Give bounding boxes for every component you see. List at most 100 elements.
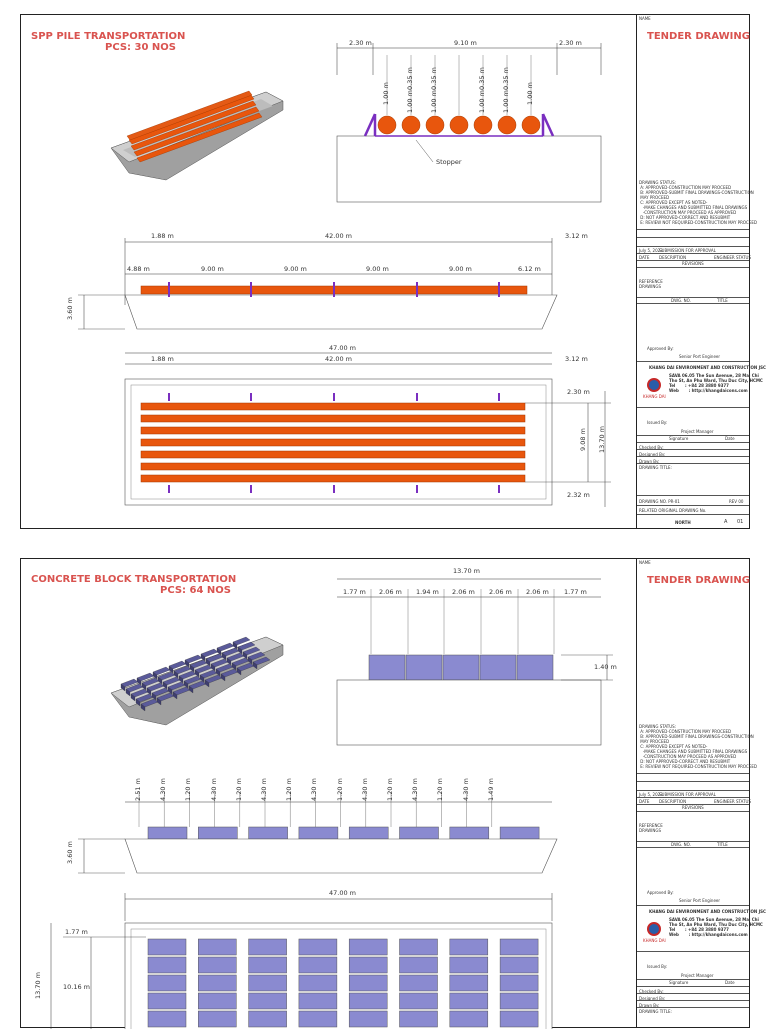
block-drawings bbox=[50, 578, 613, 1029]
iso-block-side bbox=[151, 692, 157, 701]
dim-label: 3.12 m bbox=[565, 355, 588, 363]
drawn-by: Drawn By: bbox=[639, 459, 660, 464]
dim-label: 4.30 m bbox=[260, 778, 268, 801]
plan-block bbox=[298, 938, 338, 956]
dim-label: 9.00 m bbox=[449, 265, 472, 273]
dim-label: 9.00 m bbox=[366, 265, 389, 273]
dim-label: 4.30 m bbox=[159, 778, 168, 801]
dim-label: 2.06 m bbox=[489, 588, 512, 596]
plan-block bbox=[399, 992, 438, 1010]
dim-label: 1.20 m bbox=[436, 778, 445, 801]
issued-by: Issued By: bbox=[647, 964, 668, 969]
dim-label: 1.49 m bbox=[486, 778, 495, 801]
logo-text: KHANG DAI bbox=[643, 394, 666, 399]
iso-block-side bbox=[136, 677, 142, 686]
iso-block-side bbox=[141, 682, 147, 691]
cross-section bbox=[336, 43, 602, 203]
dim-label: 0.35 m bbox=[478, 67, 486, 90]
dim-label: 3.60 m bbox=[66, 297, 74, 320]
checked-by: Checked By: bbox=[639, 989, 664, 994]
dim-label: 13.70 m bbox=[598, 425, 606, 453]
side-view bbox=[78, 792, 558, 874]
plan-block bbox=[248, 956, 287, 974]
plan-block bbox=[147, 1010, 187, 1028]
plan-block bbox=[449, 956, 489, 974]
dim-label: 42.00 m bbox=[325, 355, 353, 363]
plan-block bbox=[499, 938, 539, 956]
iso-block-side bbox=[152, 671, 158, 680]
iso-block-side bbox=[231, 662, 237, 671]
dim-label: 1.00 m bbox=[382, 82, 390, 105]
iso-block-side bbox=[232, 641, 238, 650]
drawn-by: Drawn By: bbox=[639, 1003, 660, 1008]
dim-label: 4.30 m bbox=[209, 778, 218, 801]
company-logo bbox=[647, 922, 661, 936]
iso-block-side bbox=[130, 693, 136, 702]
sheet-title: SPP PILE TRANSPORTATION PCS: 30 NOS bbox=[31, 31, 186, 53]
plan-block bbox=[449, 938, 489, 956]
reference-drawings: REFERENCE DRAWINGS bbox=[639, 823, 663, 833]
iso-block-side bbox=[226, 657, 232, 666]
dim-label: 10.16 m bbox=[63, 983, 91, 991]
cross-section bbox=[336, 578, 613, 746]
project-manager: Project Manager bbox=[681, 973, 714, 978]
dim-label: 1.00 m bbox=[526, 82, 534, 105]
dwg-no-col: DWG. NO. bbox=[671, 298, 691, 303]
drawing-no: DRAWING NO. PR-01 bbox=[639, 499, 680, 504]
iso-block-side bbox=[156, 697, 162, 706]
subtitle-text: PCS: 64 NOS bbox=[159, 585, 231, 596]
iso-block-side bbox=[178, 675, 184, 684]
dim-label: 1.94 m bbox=[416, 588, 439, 596]
col-stat: STATUS bbox=[736, 255, 752, 260]
iso-blocks bbox=[120, 636, 271, 712]
iso-block-side bbox=[146, 687, 152, 696]
iso-block-side bbox=[242, 651, 248, 660]
issued-by: Issued By: bbox=[647, 420, 668, 425]
title-text: SPP PILE TRANSPORTATION bbox=[31, 31, 186, 42]
iso-block-side bbox=[157, 676, 163, 685]
dim-label: 1.00 m bbox=[478, 90, 486, 113]
iso-block-side bbox=[205, 658, 211, 667]
dim-label: 1.00 m bbox=[406, 90, 414, 113]
dim-label: 1.88 m bbox=[151, 232, 174, 240]
dim-label: 4.88 m bbox=[127, 265, 150, 273]
senior-engineer: Senior Port Engineer bbox=[679, 354, 721, 359]
dim-label: 2.32 m bbox=[567, 491, 590, 499]
iso-block-side bbox=[184, 659, 190, 668]
dim-label: 2.30 m bbox=[349, 39, 372, 47]
iso-block-side bbox=[189, 664, 195, 673]
dim-label: 1.00 m bbox=[430, 90, 438, 113]
logo-text: KHANG DAI bbox=[643, 938, 666, 943]
drawing-status: DRAWING STATUS: A: APPROVED-CONSTRUCTION… bbox=[639, 724, 757, 769]
plan-block bbox=[449, 974, 489, 992]
company-logo bbox=[647, 378, 661, 392]
dim-label: 2.06 m bbox=[452, 588, 475, 596]
dim-label: 1.20 m bbox=[234, 778, 243, 801]
side-block bbox=[147, 826, 188, 840]
pile-drawings bbox=[78, 43, 611, 507]
signature-col: Signature bbox=[669, 980, 689, 985]
dim-label: 6.12 m bbox=[518, 265, 541, 273]
iso-block-side bbox=[216, 647, 222, 656]
plan-block bbox=[399, 956, 438, 974]
plan-view bbox=[50, 893, 553, 1029]
iso-block-side bbox=[140, 703, 146, 712]
plan-block bbox=[499, 956, 539, 974]
dim-label: 0.35 m bbox=[502, 67, 510, 90]
iso-block-side bbox=[210, 663, 216, 672]
dim-label: 9.10 m bbox=[454, 39, 477, 47]
title-block: NAME TENDER DRAWING DRAWING STATUS: A: A… bbox=[636, 15, 766, 528]
plan-block bbox=[147, 956, 187, 974]
dim-label: 1.20 m bbox=[335, 778, 344, 801]
designed-by: Designed By: bbox=[639, 996, 666, 1001]
plan-block bbox=[147, 992, 187, 1010]
company-name: KHANG DAI ENVIRONMENT AND CONSTRUCTION J… bbox=[649, 909, 766, 914]
plan-block bbox=[399, 938, 438, 956]
plan-block bbox=[198, 992, 237, 1010]
plan-block bbox=[449, 992, 489, 1010]
plan-block bbox=[298, 992, 338, 1010]
dim-label: 13.70 m bbox=[34, 971, 42, 999]
plan-view bbox=[124, 352, 611, 507]
dim-label: 1.77 m bbox=[65, 928, 88, 936]
approved-by: Approved By: bbox=[647, 346, 674, 351]
